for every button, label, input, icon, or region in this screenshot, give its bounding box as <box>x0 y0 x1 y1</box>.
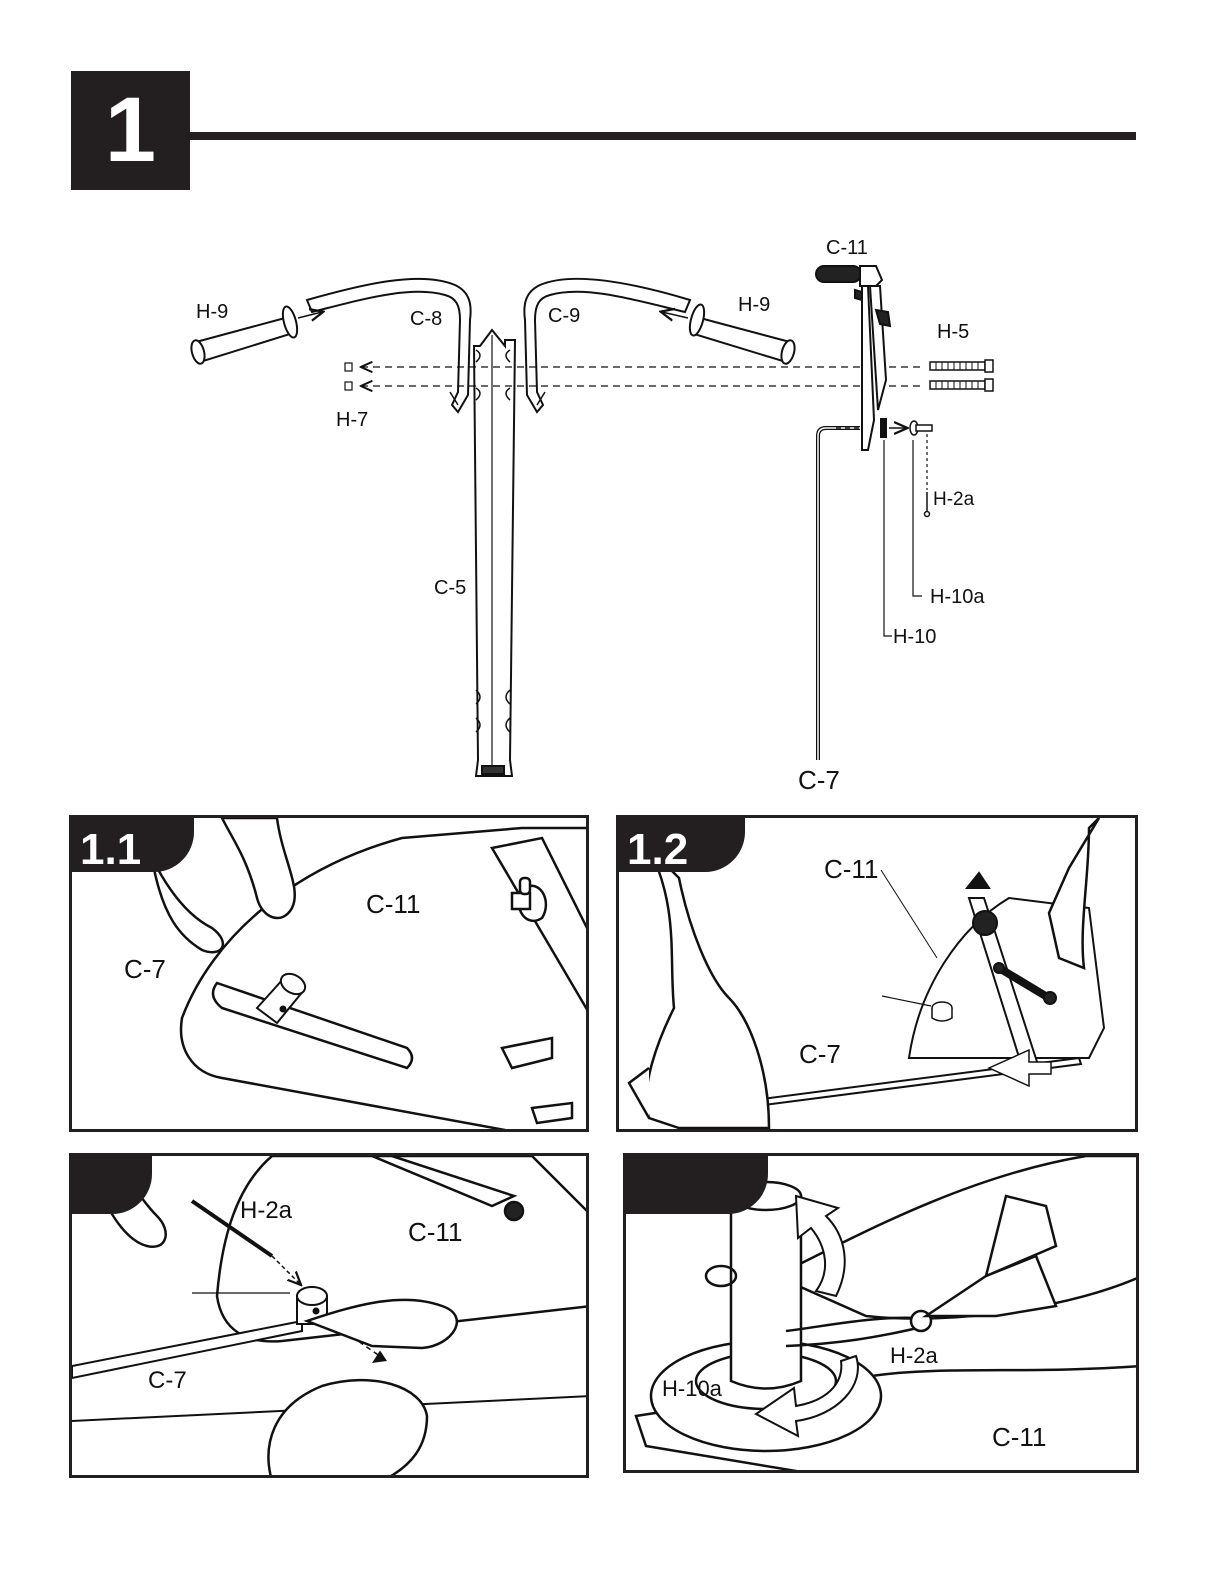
label-h7: H-7 <box>336 409 368 431</box>
label-h9-right: H-9 <box>738 294 770 316</box>
post-c5 <box>474 330 515 776</box>
label-h10a: H-10a <box>930 586 985 608</box>
step-tag-1-1: 1.1 <box>72 818 194 872</box>
step-tag-1-3 <box>72 1156 152 1214</box>
arrow-grip-right <box>662 312 688 318</box>
label-c11-1-4: C-11 <box>992 1422 1046 1452</box>
rod-c7-1-3 <box>72 1321 302 1378</box>
handlebar-c8 <box>307 279 471 412</box>
label-h2a-overview: H-2a <box>933 489 975 510</box>
brake-assembly-c11 <box>816 266 890 450</box>
rod-c7 <box>818 428 860 760</box>
washer-h10 <box>880 418 887 438</box>
label-h9-left: H-9 <box>196 301 228 323</box>
bolts-h5 <box>930 360 993 391</box>
arrow-grip-left <box>298 312 322 318</box>
step-tag-text-1-2: 1.2 <box>619 818 745 872</box>
label-c7-1-3: C-7 <box>148 1367 187 1394</box>
step-tag-text-1-1: 1.1 <box>72 818 194 872</box>
step-header-rule <box>190 132 1136 140</box>
label-h10: H-10 <box>893 626 936 648</box>
label-c5: C-5 <box>434 577 466 599</box>
step-tag-text-1-4 <box>626 1156 768 1214</box>
panel-1-2: C-11 C-7 1.2 <box>616 815 1138 1132</box>
panel-1-4: H-10a H-2a C-11 <box>623 1153 1139 1473</box>
step-tag-1-2: 1.2 <box>619 818 745 872</box>
label-h5: H-5 <box>937 321 969 343</box>
label-c11-1-3: C-11 <box>408 1217 462 1247</box>
pin-h10a <box>910 421 932 435</box>
label-c11-1-1: C-11 <box>366 889 420 919</box>
label-c11-1-2: C-11 <box>824 854 878 884</box>
step-number: 1 <box>105 78 156 183</box>
spacer-part <box>932 1002 952 1021</box>
cotter-pin-h2a <box>925 492 930 517</box>
step-tag-text-1-3 <box>72 1156 152 1214</box>
exploded-assembly-diagram: H-9 C-8 C-9 H-9 C-11 H-5 H-7 H-2a C-5 H-… <box>0 200 1225 800</box>
step-number-box: 1 <box>71 71 190 190</box>
panel-1-1: C-11 C-7 1.1 <box>69 815 589 1132</box>
label-c9: C-9 <box>548 305 580 327</box>
hand-left-1-2 <box>629 848 769 1128</box>
label-h2a-1-4: H-2a <box>890 1343 938 1368</box>
label-c7-1-2: C-7 <box>799 1039 841 1069</box>
panel-1-3: H-2a C-11 C-7 <box>69 1153 589 1478</box>
label-c8: C-8 <box>410 308 442 330</box>
step-tag-1-4 <box>626 1156 768 1214</box>
label-c11-overview: C-11 <box>826 237 868 259</box>
label-c7-1-1: C-7 <box>124 954 166 984</box>
label-h10a-1-4: H-10a <box>662 1376 723 1401</box>
label-h2a-1-3: H-2a <box>240 1197 293 1224</box>
label-c7-overview: C-7 <box>798 765 840 795</box>
handlebar-c9 <box>524 279 690 412</box>
nuts-h7 <box>345 363 352 390</box>
